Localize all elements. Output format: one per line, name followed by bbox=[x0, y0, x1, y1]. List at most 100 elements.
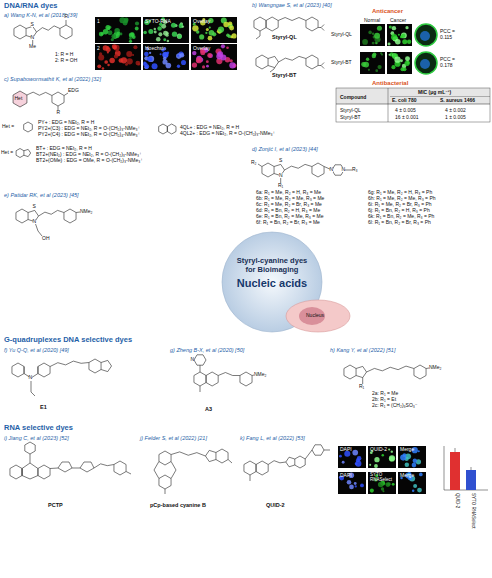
cell-spot bbox=[389, 25, 392, 28]
atom-label: NMe₂ bbox=[80, 209, 93, 214]
bond-line bbox=[270, 68, 275, 72]
cell-zoom bbox=[415, 24, 437, 46]
cell-spot bbox=[199, 34, 204, 39]
table-frame bbox=[336, 88, 490, 122]
compound-name: Styryl-BT bbox=[272, 72, 296, 78]
nucleus-shape bbox=[299, 307, 325, 325]
micrograph-ground bbox=[398, 472, 426, 494]
ring-outline bbox=[60, 25, 72, 39]
cell-spot bbox=[192, 51, 196, 55]
panel-citation: j) Felder S, et al (2022) [21] bbox=[140, 435, 207, 441]
cell-spot bbox=[209, 27, 211, 29]
cell-spot bbox=[126, 51, 132, 57]
micrograph-ground bbox=[191, 17, 237, 43]
cell-spot bbox=[143, 62, 147, 66]
cell-spot bbox=[375, 69, 378, 72]
cell-spot bbox=[124, 19, 129, 24]
cell-spot bbox=[391, 34, 397, 40]
bond-line bbox=[278, 18, 306, 21]
micrograph-ground bbox=[338, 446, 366, 468]
cell-spot bbox=[135, 27, 139, 31]
bond-line bbox=[27, 92, 52, 95]
note-text: 4QL+ : EDG = NEt₂, R = H bbox=[180, 125, 239, 131]
bond-line bbox=[258, 164, 262, 167]
compound-name: E1 bbox=[40, 404, 47, 410]
cell-spot bbox=[400, 59, 403, 62]
micrograph bbox=[368, 472, 396, 494]
note-text: 4 ± 0.005 bbox=[395, 108, 416, 114]
cell-spot bbox=[130, 32, 134, 36]
bond-line bbox=[101, 360, 112, 371]
micrograph bbox=[338, 472, 366, 494]
cell-spot bbox=[206, 28, 209, 31]
note-text: 4 ± 0.002 bbox=[445, 108, 466, 114]
image-label: 1 bbox=[97, 19, 100, 25]
table-header-cell: S. aureus 1466 bbox=[440, 98, 475, 104]
micrograph-ground bbox=[387, 52, 412, 74]
ring-outline bbox=[13, 91, 27, 107]
cell-spot bbox=[206, 60, 209, 63]
ring-outline bbox=[262, 163, 274, 177]
section-heading: DNA/RNA dyes bbox=[4, 2, 57, 10]
note-text: 1: R = H bbox=[55, 52, 73, 58]
bond-line bbox=[250, 475, 251, 481]
cell-spot bbox=[390, 31, 394, 35]
cell-spot bbox=[112, 44, 117, 49]
cell-spot bbox=[156, 37, 161, 42]
panel-citation: h) Kang Y, et al (2022) [51] bbox=[330, 347, 395, 353]
cell-spot bbox=[391, 65, 395, 69]
cell-spot bbox=[179, 24, 184, 29]
cell-spot bbox=[400, 455, 406, 461]
note-text: Styryl-QL bbox=[331, 32, 352, 38]
note-text: Het = bbox=[2, 124, 14, 130]
cell-spot bbox=[113, 46, 117, 50]
micrograph bbox=[387, 52, 412, 74]
ring-outline bbox=[254, 17, 266, 31]
cell-spot bbox=[196, 30, 199, 33]
cell-spot bbox=[419, 473, 423, 477]
cell-spot bbox=[229, 26, 234, 31]
cell-spot bbox=[148, 29, 153, 34]
cell-spot bbox=[205, 32, 207, 34]
bond-line bbox=[344, 170, 352, 171]
ring-outline bbox=[89, 359, 101, 373]
compound-name: PCTP bbox=[48, 502, 63, 508]
bond-line bbox=[286, 457, 295, 467]
bond-line bbox=[35, 222, 42, 236]
bond-line bbox=[268, 56, 279, 67]
note-text: 6i: R₁ = Me, R₂ = Br, R₃ = Ph bbox=[368, 202, 432, 208]
ring-outline bbox=[312, 445, 324, 455]
bar-label: QUID-2 bbox=[454, 493, 459, 508]
micrograph-ground bbox=[387, 24, 412, 46]
note-text: 2a: R₁ = Me bbox=[372, 391, 398, 397]
cell-spot bbox=[196, 57, 202, 63]
bond-line bbox=[367, 366, 414, 372]
ring-outline bbox=[240, 372, 252, 386]
cell-spot bbox=[129, 40, 132, 43]
bond-line bbox=[336, 104, 490, 105]
micrograph-ground bbox=[398, 446, 426, 468]
bond-line bbox=[64, 93, 68, 96]
ring-outline bbox=[14, 25, 26, 39]
table-header-cell: E. coli 780 bbox=[392, 98, 416, 104]
cell-spot bbox=[98, 54, 104, 60]
atom-label: NMe₂ bbox=[429, 365, 442, 370]
cell-spot bbox=[389, 455, 395, 461]
thiophene-ring bbox=[58, 462, 72, 472]
panel-citation: e) Patidar RK, et al (2023) [45] bbox=[4, 192, 79, 198]
note-text: Styryl-BT bbox=[331, 60, 352, 66]
topic-subject: Nucleic acids bbox=[224, 277, 320, 289]
cell-spot bbox=[228, 35, 231, 38]
cell-spot bbox=[392, 34, 394, 36]
panel-citation: c) Supabowornsathit K, et al (2022) [32] bbox=[4, 76, 101, 82]
ring-outline bbox=[414, 365, 426, 379]
cell-spot bbox=[229, 62, 235, 68]
cell-spot bbox=[230, 59, 233, 62]
cell-spot bbox=[374, 464, 378, 468]
ring-outline bbox=[12, 363, 24, 377]
cell-spot bbox=[163, 38, 166, 41]
cell-spot bbox=[105, 25, 110, 30]
micrograph bbox=[95, 17, 141, 43]
cell-spot bbox=[405, 462, 410, 467]
cell-spot bbox=[394, 57, 400, 63]
